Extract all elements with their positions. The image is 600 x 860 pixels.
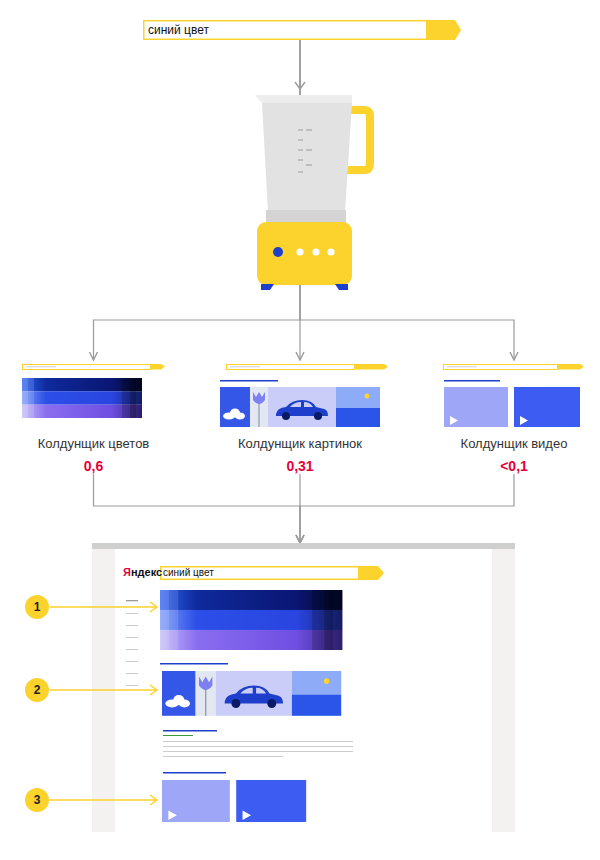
browser-page bbox=[115, 549, 492, 832]
mini-search-button bbox=[558, 364, 584, 370]
mini-query bbox=[447, 366, 477, 367]
nav-item bbox=[126, 661, 138, 662]
callout-number: 3 bbox=[34, 793, 41, 807]
callout-number: 2 bbox=[34, 683, 41, 697]
blender-button bbox=[312, 248, 319, 255]
leader-line bbox=[50, 799, 156, 801]
browser-top-bar bbox=[92, 543, 515, 549]
arrow-line bbox=[299, 80, 300, 88]
search-bar: синий цвет bbox=[160, 566, 384, 580]
measure-mark bbox=[298, 130, 303, 131]
wizard-panel: Колдунщик видео <0,1 bbox=[443, 360, 585, 474]
mini-search-button bbox=[151, 364, 165, 370]
result-title bbox=[163, 730, 217, 732]
flow-connector bbox=[94, 474, 301, 543]
wizard-score: 0,6 bbox=[84, 458, 103, 474]
browser-window: Яндекссиний цвет bbox=[92, 543, 515, 832]
blender-button bbox=[273, 247, 283, 257]
callout-circle: 1 bbox=[25, 595, 49, 619]
wizard-panel: Колдунщик цветов 0,6 bbox=[22, 360, 165, 474]
color-swatch-block bbox=[22, 378, 142, 418]
search-field bbox=[144, 21, 427, 40]
mini-search-bar bbox=[23, 365, 151, 370]
blender-lid bbox=[255, 95, 352, 103]
flow-connector bbox=[300, 474, 514, 543]
result-title bbox=[444, 380, 500, 382]
wizard-videos-art bbox=[444, 364, 585, 427]
search-button bbox=[426, 20, 461, 40]
browser-window bbox=[92, 543, 515, 832]
nav-item bbox=[126, 637, 138, 638]
measure-mark bbox=[298, 150, 303, 151]
measure-mark bbox=[298, 140, 303, 141]
measure-mark bbox=[306, 165, 312, 166]
nav-item bbox=[126, 600, 138, 601]
arrow-head bbox=[295, 82, 305, 89]
blender-jar bbox=[262, 103, 352, 212]
blender-foot bbox=[335, 284, 348, 290]
search-button bbox=[358, 566, 384, 580]
measure-mark bbox=[306, 130, 312, 131]
measure-mark bbox=[298, 172, 303, 173]
query-text: синий цвет bbox=[143, 23, 209, 37]
leader-arrow-head bbox=[150, 685, 157, 695]
result-url bbox=[163, 735, 193, 736]
wizard-score: <0,1 bbox=[500, 458, 528, 474]
mini-query bbox=[230, 366, 260, 367]
search-bar: синий цвет bbox=[143, 20, 461, 40]
browser-frame bbox=[92, 543, 515, 832]
result-title bbox=[220, 380, 278, 382]
nav-item bbox=[126, 685, 138, 686]
measure-mark bbox=[298, 160, 303, 161]
measure-mark bbox=[306, 150, 312, 151]
leader-line bbox=[50, 606, 156, 608]
result-title bbox=[160, 663, 228, 665]
blender-button bbox=[327, 248, 334, 255]
blender-foot bbox=[261, 284, 274, 290]
nav-item bbox=[126, 613, 138, 614]
mini-search-bar bbox=[227, 365, 355, 370]
leader-line bbox=[50, 689, 156, 691]
result-title bbox=[163, 772, 226, 774]
result-snippet bbox=[163, 746, 353, 747]
mini-search-bar bbox=[444, 365, 558, 370]
video-strip bbox=[162, 780, 306, 822]
callout-leaders bbox=[50, 602, 157, 805]
leader-arrow-head bbox=[150, 795, 157, 805]
wizard-score: 0,31 bbox=[286, 458, 313, 474]
wizard-name: Колдунщик видео bbox=[461, 436, 568, 452]
color-swatch-block bbox=[160, 590, 342, 650]
image-strip bbox=[162, 671, 341, 716]
result-snippet bbox=[163, 751, 353, 752]
wizard-name: Колдунщик картинок bbox=[238, 436, 362, 452]
image-strip bbox=[220, 387, 380, 427]
mini-query bbox=[26, 366, 56, 367]
mini-search-button bbox=[355, 364, 388, 370]
wizard-colors-art bbox=[22, 364, 165, 418]
callout-number: 1 bbox=[34, 600, 41, 614]
nav-item bbox=[126, 625, 138, 626]
nav-item bbox=[126, 673, 138, 674]
result-snippet bbox=[163, 741, 353, 742]
nav-item bbox=[126, 649, 138, 650]
logo-text: Яндекс bbox=[123, 566, 162, 578]
wizard-name: Колдунщик цветов bbox=[38, 436, 150, 452]
callout-circle: 2 bbox=[25, 678, 49, 702]
video-strip bbox=[444, 387, 580, 427]
blender bbox=[255, 80, 370, 290]
blender-collar bbox=[266, 210, 346, 224]
wizard-panel: Колдунщик картинок 0,31 bbox=[218, 360, 382, 474]
blender-base bbox=[257, 222, 352, 285]
blender-button bbox=[296, 248, 303, 255]
search-field bbox=[161, 567, 359, 580]
query-text: синий цвет bbox=[160, 567, 214, 579]
leader-arrow-head bbox=[150, 602, 157, 612]
wizard-images-art bbox=[220, 364, 388, 427]
callout-circle: 3 bbox=[25, 788, 49, 812]
result-snippet bbox=[163, 756, 283, 757]
measure-marks bbox=[298, 130, 312, 172]
